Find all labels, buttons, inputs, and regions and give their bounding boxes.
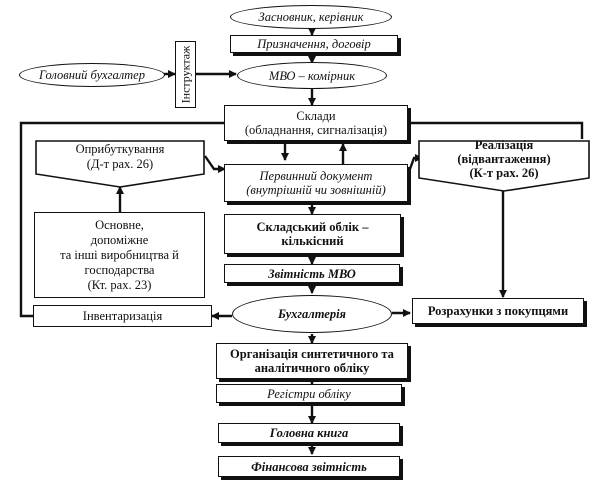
warehouse-node: Склади (обладнання, сигналізація) — [224, 105, 408, 141]
chief-accountant-node: Головний бухгалтер — [19, 63, 165, 87]
sale-node: Реалізація (відвантаження) (К-т рах. 26) — [418, 138, 590, 192]
purpose-node: Призначення, договір — [230, 35, 398, 53]
arrow-receipt-primary — [204, 155, 226, 173]
sale-subtitle: (відвантаження) — [457, 152, 551, 166]
inventory-node: Інвентаризація — [33, 305, 212, 327]
sale-account: (К-т рах. 26) — [469, 166, 539, 180]
warehouse-accounting-node: Складський облік – кількісний — [224, 214, 401, 254]
settlements-node: Розрахунки з покупцями — [412, 298, 584, 324]
general-ledger-node: Головна книга — [218, 423, 400, 443]
sale-title: Реалізація — [474, 138, 534, 152]
accounting-node: Бухгалтерія — [232, 295, 392, 333]
receipt-node: Оприбуткування (Д-т рах. 26) — [35, 140, 205, 188]
receipt-title: Оприбуткування — [75, 142, 165, 156]
primary-document-node: Первинний документ (внутрішній чи зовніш… — [224, 164, 408, 202]
instruction-node: Інструктаж — [175, 41, 196, 108]
line-warehouse-right — [410, 121, 584, 139]
registers-node: Регістри обліку — [216, 384, 402, 403]
arrow-inventory-warehouse — [19, 119, 243, 318]
mvo-node: МВО – комірник — [237, 62, 387, 89]
receipt-account: (Д-т рах. 26) — [86, 157, 154, 171]
financial-reporting-node: Фінансова звітність — [218, 456, 400, 477]
mvo-report-node: Звітність МВО — [224, 264, 400, 283]
organization-node: Організація синтетичного та аналітичного… — [216, 343, 408, 379]
founder-node: Засновник, керівник — [230, 5, 392, 29]
main-production-node: Основне, допоміжне та інші виробництва й… — [34, 212, 205, 298]
